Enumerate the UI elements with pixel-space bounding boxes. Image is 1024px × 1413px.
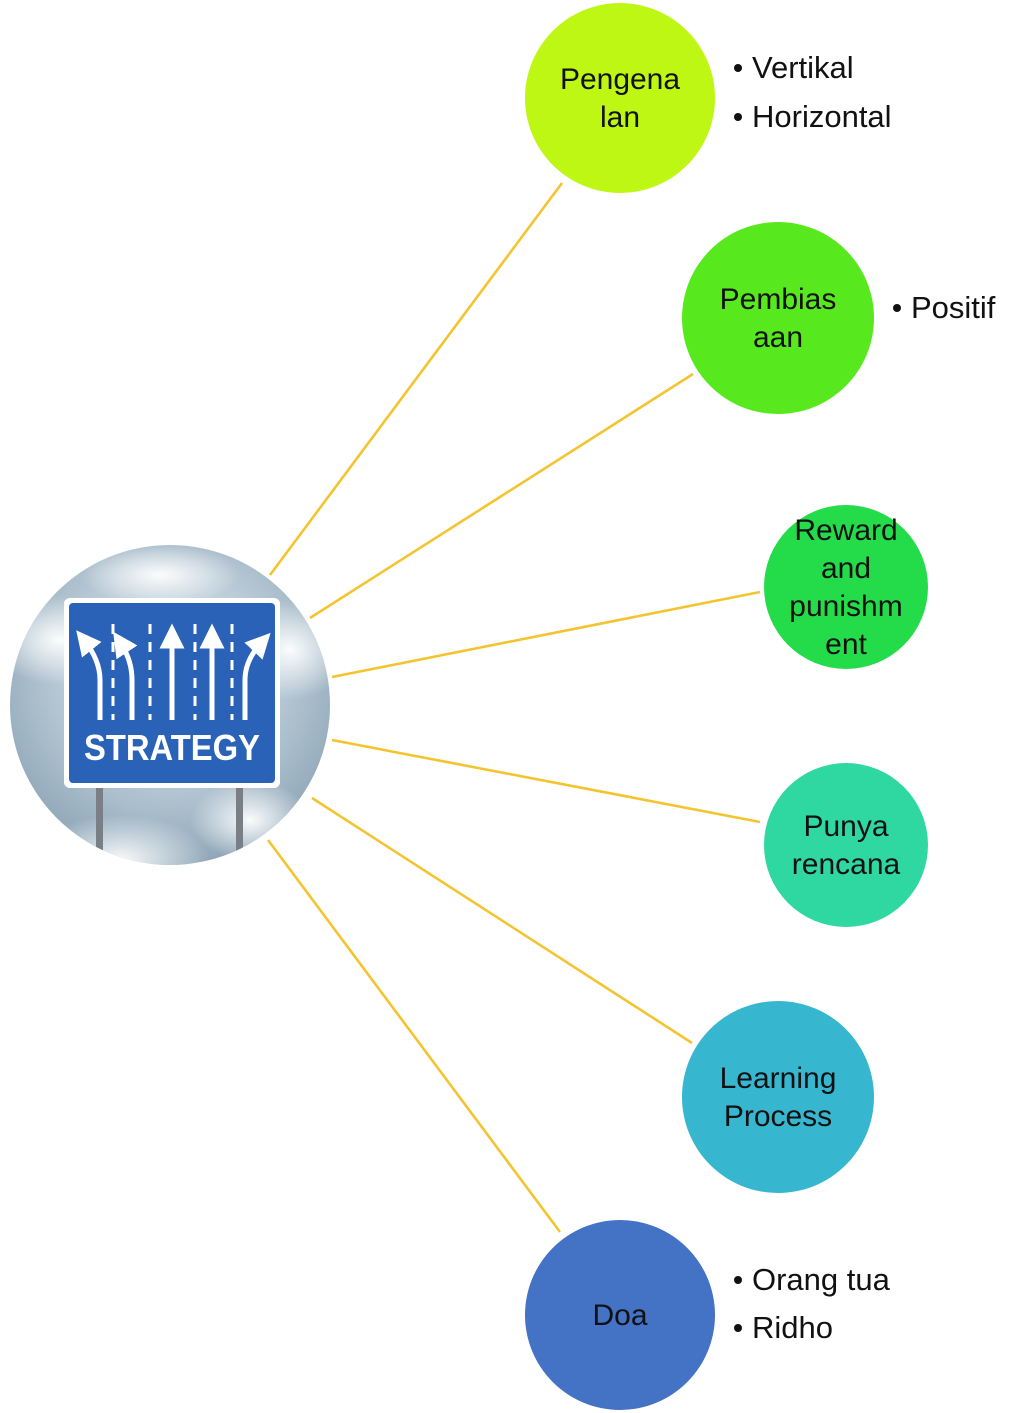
- node-label-line: Pembias: [720, 283, 837, 316]
- node-circle-doa: [525, 1220, 715, 1410]
- node-label-line: ent: [825, 628, 867, 661]
- connector-pengenalan: [268, 182, 564, 576]
- node-label-line: Process: [724, 1100, 832, 1133]
- node-label-line: Pengena: [560, 63, 680, 96]
- node-pembiasaan: Pembias aan Positif: [682, 222, 996, 414]
- bullet-item: Orang tua: [752, 1262, 891, 1297]
- connector-learning-process: [311, 796, 693, 1045]
- node-circle-punya-rencana: [764, 763, 928, 927]
- node-circle-pembiasaan: [682, 222, 874, 414]
- bullet-dot-icon: [734, 1276, 742, 1284]
- sign-post-right: [236, 780, 243, 865]
- node-circle-pengenalan: [525, 3, 715, 193]
- bullet-dot-icon: [734, 64, 742, 72]
- node-label-line: Punya: [803, 810, 888, 843]
- sign-post-left: [96, 780, 103, 865]
- bullet-item: Positif: [911, 290, 996, 325]
- connector-reward: [331, 590, 761, 679]
- node-label-line: punishm: [789, 590, 902, 623]
- sign-text: STRATEGY: [84, 727, 260, 768]
- node-label-line: aan: [753, 321, 803, 354]
- node-label-line: lan: [600, 101, 640, 134]
- node-label-line: Learning: [720, 1062, 837, 1095]
- connector-pembiasaan: [309, 372, 694, 620]
- bullet-item: Ridho: [752, 1310, 833, 1345]
- bullet-dot-icon: [734, 1324, 742, 1332]
- bullet-item: Horizontal: [752, 99, 892, 134]
- node-punya-rencana: Punya rencana: [764, 763, 928, 927]
- node-label-line: rencana: [792, 848, 901, 881]
- node-reward: Reward and punishm ent: [764, 505, 928, 669]
- lane-arrows-icon: [76, 623, 271, 720]
- node-label-line: and: [821, 552, 871, 585]
- bullet-dot-icon: [734, 113, 742, 121]
- center-strategy-image: STRATEGY: [10, 545, 330, 865]
- connector-punya-rencana: [331, 738, 761, 824]
- bullet-item: Vertikal: [752, 50, 854, 85]
- connector-lines: [266, 182, 761, 1233]
- node-circle-reward: [764, 505, 928, 669]
- node-label-line: Reward: [794, 514, 897, 547]
- bullet-dot-icon: [893, 304, 901, 312]
- node-label-line: Doa: [592, 1299, 647, 1332]
- lane-dividers: [111, 624, 234, 720]
- node-circle-learning-process: [682, 1001, 874, 1193]
- connector-doa: [266, 839, 562, 1233]
